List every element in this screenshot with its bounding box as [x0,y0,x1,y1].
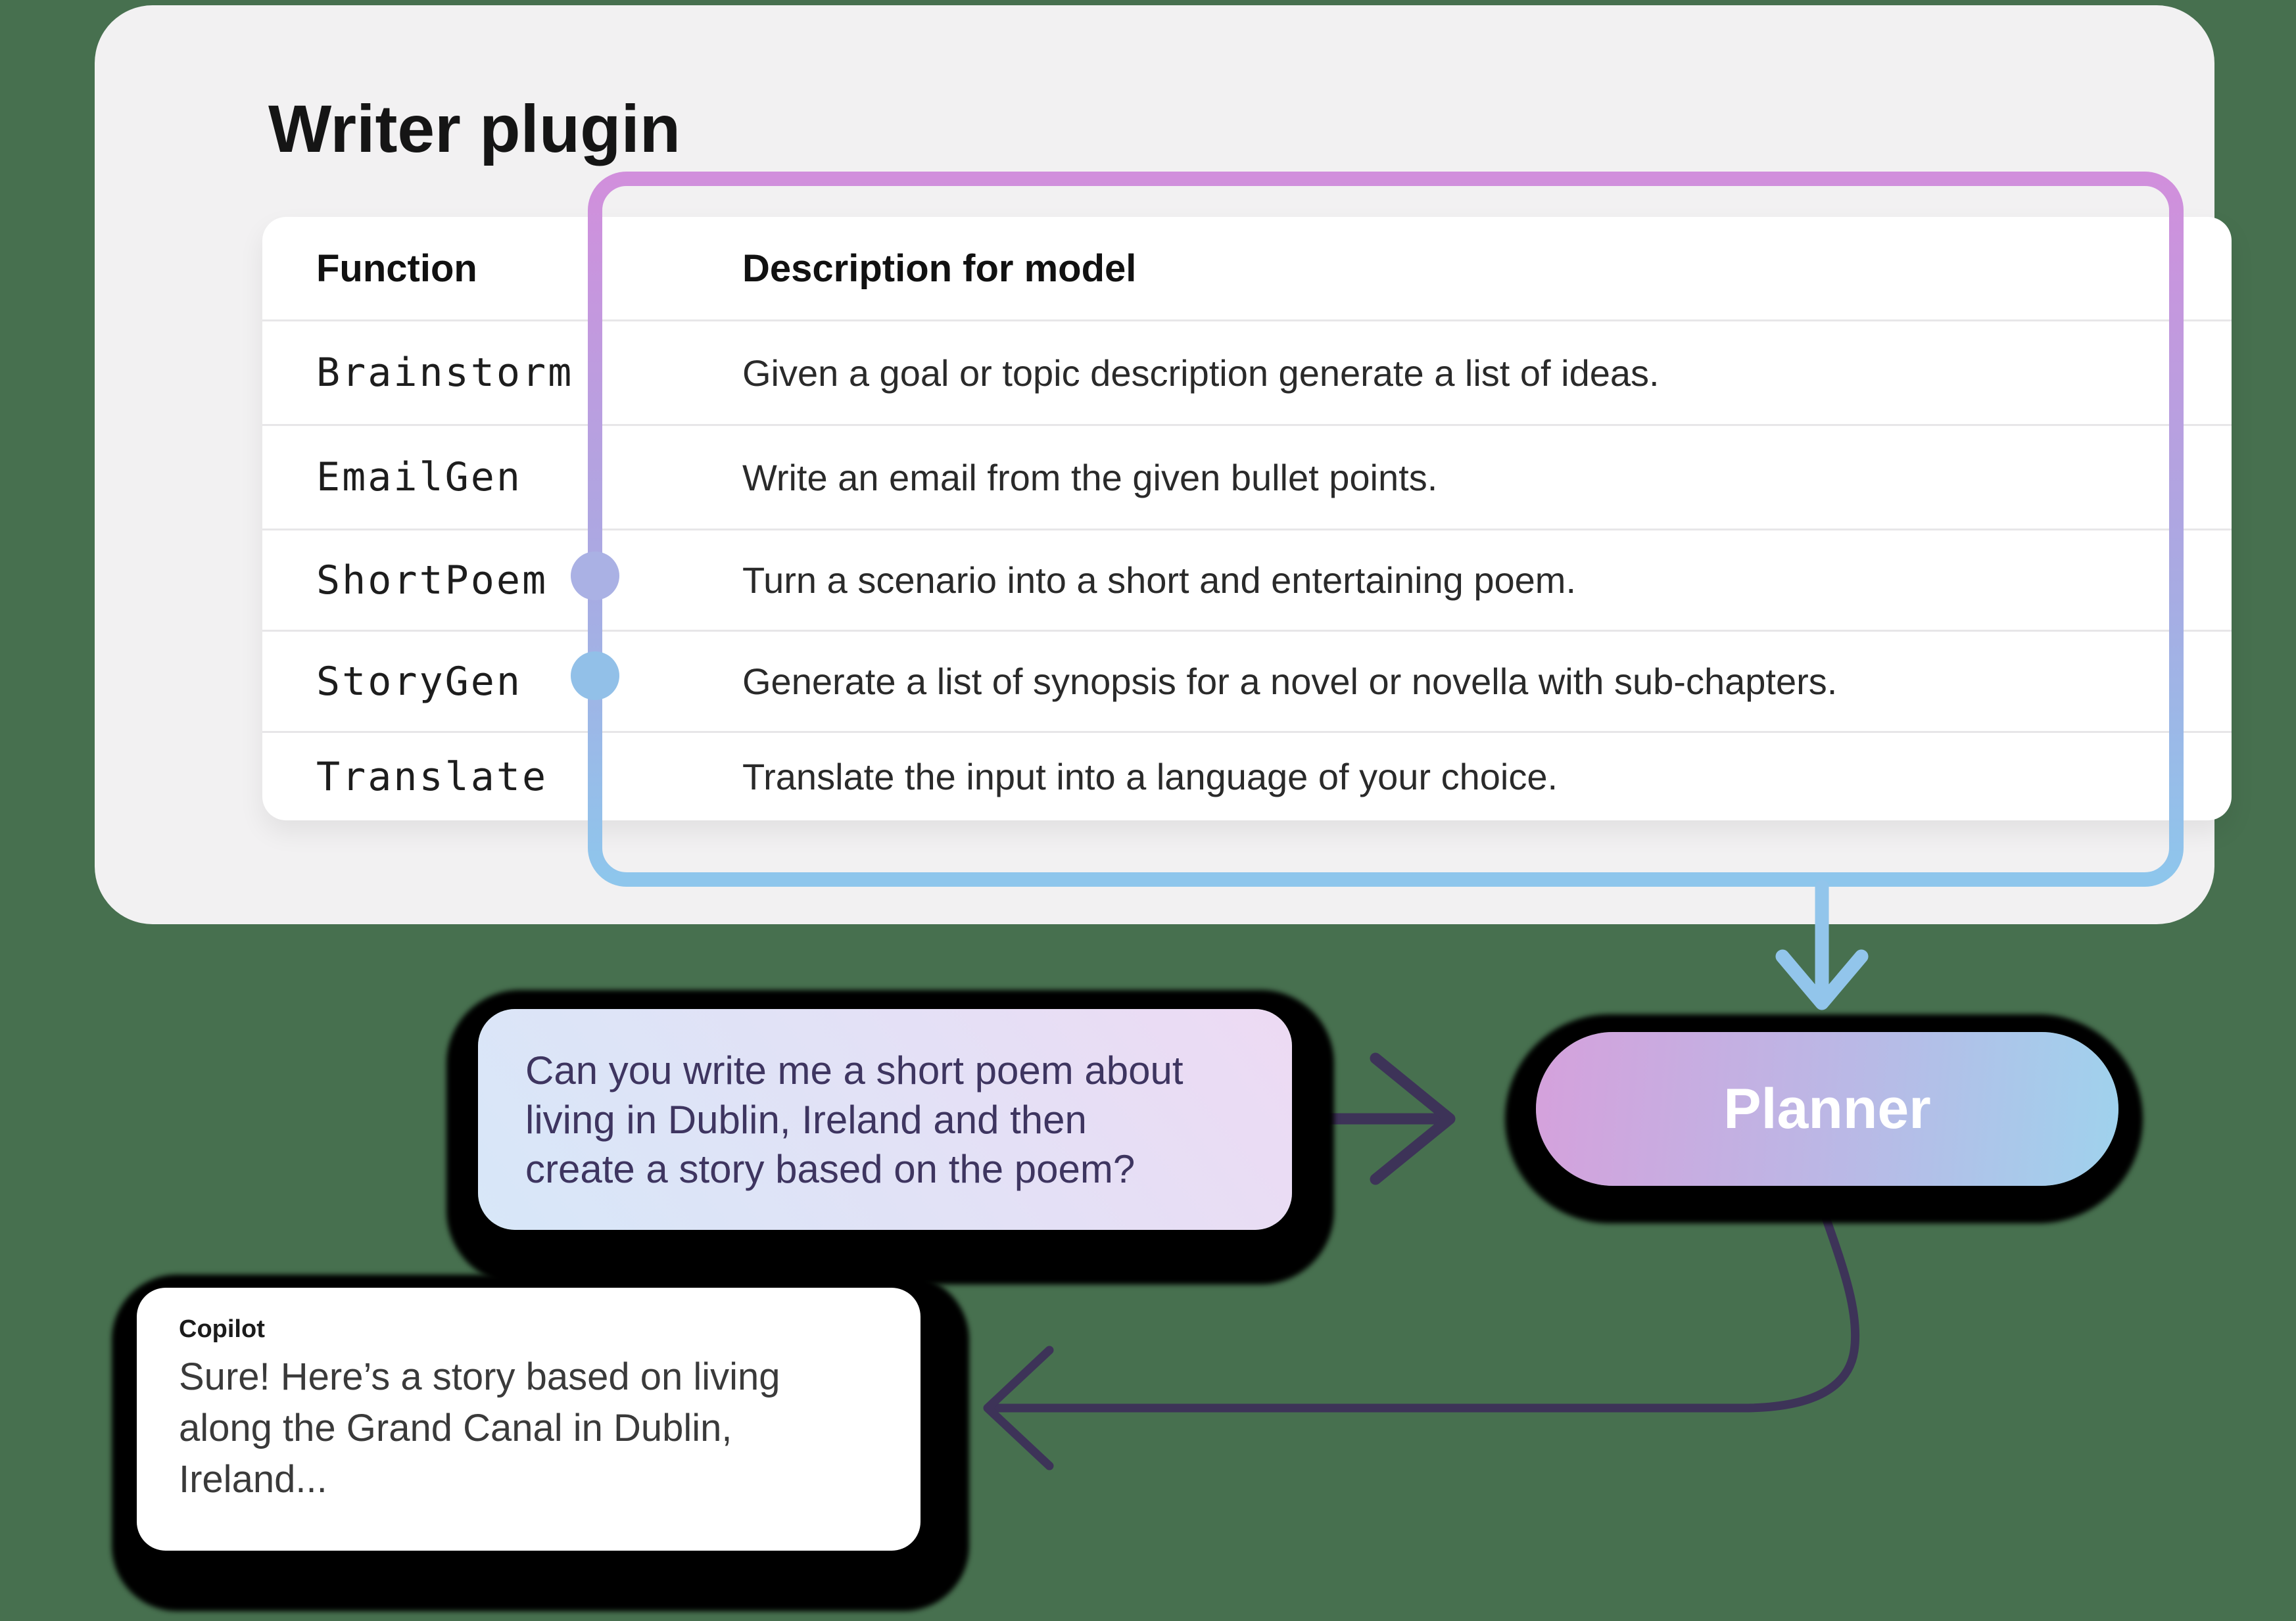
function-cell: Brainstorm [316,350,574,396]
function-cell: StoryGen [316,658,522,705]
assistant-message-line: along the Grand Canal in Dublin, [179,1407,732,1449]
description-cell: Generate a list of synopsis for a novel … [742,661,1838,702]
assistant-message-line: Ireland... [179,1458,327,1501]
user-message-line: create a story based on the poem? [525,1146,1136,1191]
user-message-line: living in Dublin, Ireland and then [525,1097,1087,1142]
user-message-line: Can you write me a short poem about [525,1048,1184,1092]
table-row: ShortPoem Turn a scenario into a short a… [262,529,2232,630]
column-header-function: Function [316,247,477,290]
table-row: EmailGen Write an email from the given b… [262,424,2232,529]
function-cell: EmailGen [316,454,522,500]
assistant-message-bubble: Copilot Sure! Here’s a story based on li… [137,1288,921,1551]
table-header-row: Function Description for model [262,217,2232,319]
planner-node: Planner [1536,1032,2118,1186]
function-cell: ShortPoem [316,557,548,603]
user-message-bubble: Can you write me a short poem about livi… [478,1009,1292,1230]
column-header-description: Description for model [742,247,1137,290]
table-row: StoryGen Generate a list of synopsis for… [262,630,2232,731]
table-row: Translate Translate the input into a lan… [262,731,2232,820]
planner-label: Planner [1723,1077,1931,1140]
writer-plugin-card: Writer plugin Function Description for m… [95,5,2232,924]
description-cell: Translate the input into a language of y… [742,756,1558,797]
planner-to-assistant-arrow [983,1211,1860,1470]
description-cell: Given a goal or topic description genera… [742,352,1660,394]
assistant-name: Copilot [179,1315,265,1343]
description-cell: Turn a scenario into a short and enterta… [742,559,1577,601]
user-to-planner-arrow [1317,1052,1456,1185]
description-cell: Write an email from the given bullet poi… [742,456,1438,498]
function-cell: Translate [316,753,548,800]
assistant-message-line: Sure! Here’s a story based on living [179,1355,780,1398]
plugin-title: Writer plugin [268,91,681,166]
function-table: Function Description for model Brainstor… [262,217,2232,820]
table-row: Brainstorm Given a goal or topic descrip… [262,319,2232,424]
